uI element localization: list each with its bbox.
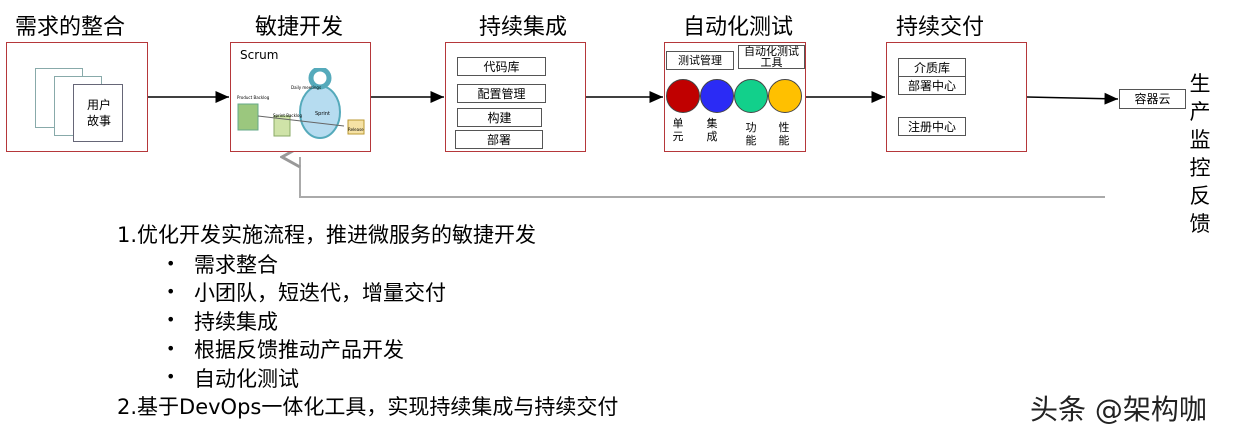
scrum-diagram (236, 68, 366, 148)
functional-test-label: 功能 (745, 121, 757, 147)
feedback-loop-line (300, 157, 1105, 197)
note-item-1: 1.优化开发实施流程，推进微服务的敏捷开发 (117, 219, 536, 249)
bullet-dot-5: • (166, 367, 175, 386)
scrum-text-sprint: Sprint (315, 111, 330, 117)
functional-test-circle (734, 79, 768, 113)
unit-test-label: 单元 (672, 117, 684, 143)
auto-test-tool: 自动化测试工具 (738, 45, 805, 69)
bullet-feedback-driven: 根据反馈推动产品开发 (194, 334, 404, 364)
bullet-automated-testing: 自动化测试 (194, 363, 299, 393)
delivery-item-media-lib: 介质库 (898, 58, 966, 77)
bullet-dot-2: • (166, 282, 175, 301)
watermark-text: 头条 @架构咖 (1030, 388, 1207, 428)
unit-test-circle (666, 79, 700, 113)
integration-test-label: 集成 (706, 117, 718, 143)
delivery-item-deploy-center: 部署中心 (898, 76, 966, 95)
container-cloud-box: 容器云 (1119, 89, 1186, 109)
product-backlog-blocks (238, 104, 258, 130)
user-story-doc: 用户故事 (73, 84, 123, 142)
ci-item-deploy: 部署 (455, 130, 543, 149)
bullet-continuous-integration: 持续集成 (194, 306, 278, 336)
scrum-text-daily-meetings: Daily meetings (291, 85, 321, 90)
note-item-2: 2.基于DevOps一体化工具，实现持续集成与持续交付 (117, 391, 618, 421)
bullet-requirement-integration: 需求整合 (194, 249, 278, 279)
performance-test-circle (768, 79, 802, 113)
ci-item-config-mgmt: 配置管理 (457, 84, 546, 103)
user-story-label: 用户故事 (82, 97, 116, 129)
agile-box: Scrum Product Backlog Sprint Backlog Dai… (230, 42, 371, 152)
scrum-text-release: Release (348, 127, 364, 132)
integration-test-circle (700, 79, 734, 113)
bullet-dot-4: • (166, 339, 175, 358)
stage-title-requirements: 需求的整合 (15, 9, 125, 41)
test-mgmt-tool: 测试管理 (666, 51, 734, 70)
delivery-item-registry: 注册中心 (898, 117, 966, 136)
bullet-dot-1: • (166, 254, 175, 273)
stage-title-testing: 自动化测试 (683, 9, 793, 41)
scrum-text-sprint-backlog: Sprint Backlog (273, 113, 302, 118)
arrow-delivery-to-container (1027, 97, 1118, 99)
production-monitor-feedback-label: 生产监控反馈 (1188, 70, 1212, 238)
requirements-box: 用户故事 (6, 42, 148, 152)
ci-item-build: 构建 (457, 108, 542, 127)
scrum-text-product-backlog: Product Backlog (237, 95, 269, 100)
ci-item-code-repo: 代码库 (457, 57, 546, 76)
scrum-label: Scrum (240, 48, 278, 62)
stage-title-agile: 敏捷开发 (255, 9, 343, 41)
stage-title-delivery: 持续交付 (896, 9, 984, 41)
performance-test-label: 性能 (778, 121, 790, 147)
stage-title-ci: 持续集成 (479, 9, 567, 41)
bullet-dot-3: • (166, 310, 175, 329)
bullet-small-team: 小团队，短迭代，增量交付 (194, 277, 446, 307)
